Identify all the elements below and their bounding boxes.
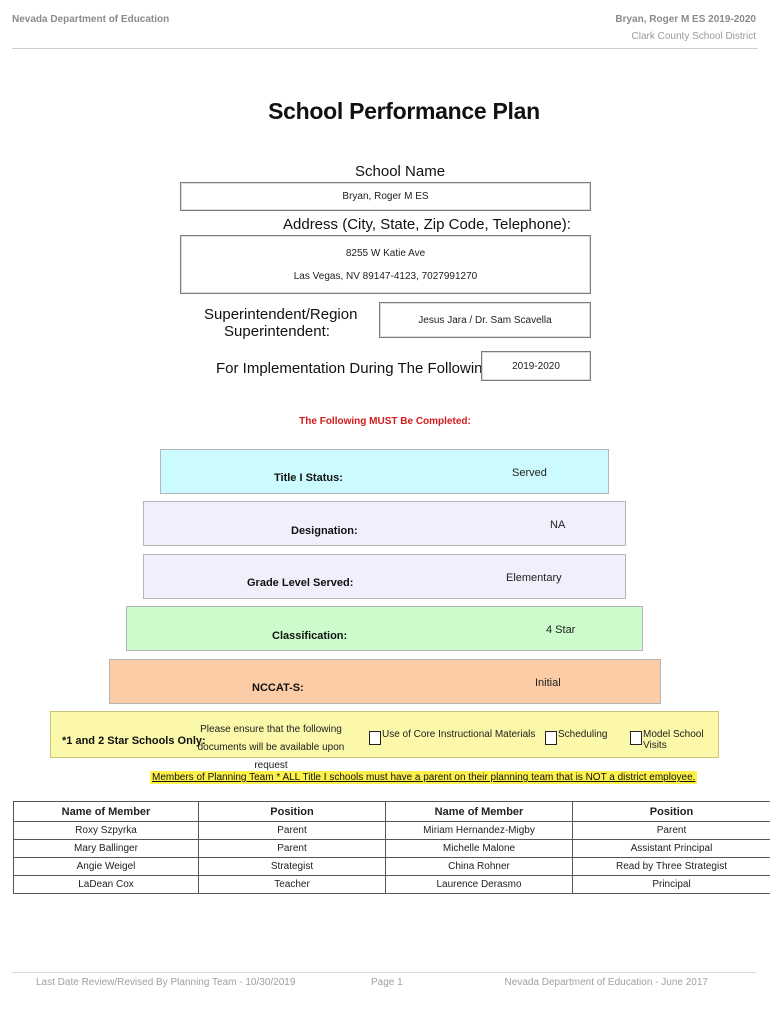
members-note: Members of Planning Team * ALL Title I s… bbox=[150, 771, 698, 784]
table-cell: China Rohner bbox=[385, 857, 573, 876]
footer-source: Nevada Department of Education - June 20… bbox=[504, 977, 708, 988]
table-cell: Parent bbox=[572, 821, 770, 840]
grade-level-field[interactable]: Grade Level Served: Elementary bbox=[143, 554, 626, 599]
table-cell: Angie Weigel bbox=[13, 857, 199, 876]
designation-value: NA bbox=[550, 519, 566, 531]
header-school-year: Bryan, Roger M ES 2019-2020 bbox=[615, 14, 756, 25]
table-cell: Laurence Derasmo bbox=[385, 875, 573, 894]
column-header-position: Position bbox=[198, 801, 386, 822]
classification-label: Classification: bbox=[272, 630, 348, 642]
model-school-visits-label: Model School Visits bbox=[643, 729, 704, 751]
implementation-value: 2019-2020 bbox=[512, 360, 560, 372]
footer-divider bbox=[12, 972, 756, 973]
grade-level-value: Elementary bbox=[506, 572, 562, 584]
nccat-s-value: Initial bbox=[535, 677, 561, 689]
table-row: Mary Ballinger Parent Michelle Malone As… bbox=[13, 839, 770, 858]
classification-value: 4 Star bbox=[546, 624, 576, 636]
table-cell: Teacher bbox=[198, 875, 386, 894]
column-header-name: Name of Member bbox=[13, 801, 199, 822]
title-i-status-value: Served bbox=[512, 467, 547, 479]
school-name-field[interactable]: Bryan, Roger M ES bbox=[180, 182, 591, 211]
address-line1: 8255 W Katie Ave bbox=[345, 247, 426, 259]
table-cell: LaDean Cox bbox=[13, 875, 199, 894]
header-divider bbox=[12, 48, 758, 49]
superintendent-field[interactable]: Jesus Jara / Dr. Sam Scavella bbox=[379, 302, 591, 338]
star-schools-note: Please ensure that the following documen… bbox=[191, 721, 351, 775]
table-row: Angie Weigel Strategist China Rohner Rea… bbox=[13, 857, 770, 876]
title-i-status-label: Title I Status: bbox=[274, 472, 343, 484]
table-row: LaDean Cox Teacher Laurence Derasmo Prin… bbox=[13, 875, 770, 894]
header-district: Clark County School District bbox=[631, 31, 756, 42]
star-schools-note-line1: Please ensure that the following bbox=[200, 724, 342, 735]
implementation-label: For Implementation During The Following … bbox=[216, 360, 537, 377]
footer-page-number: Page 1 bbox=[371, 977, 403, 988]
address-field[interactable]: 8255 W Katie Ave Las Vegas, NV 89147-412… bbox=[180, 235, 591, 294]
superintendent-label-line1: Superintendent/Region bbox=[204, 306, 358, 323]
model-school-visits-checkbox[interactable] bbox=[630, 731, 642, 745]
column-header-position: Position bbox=[572, 801, 770, 822]
must-complete-notice: The Following MUST Be Completed: bbox=[299, 416, 471, 427]
members-table: Name of Member Position Name of Member P… bbox=[13, 801, 770, 894]
title-i-status-field[interactable]: Title I Status: Served bbox=[160, 449, 609, 494]
table-cell: Michelle Malone bbox=[385, 839, 573, 858]
page-title: School Performance Plan bbox=[268, 98, 540, 124]
table-cell: Roxy Szpyrka bbox=[13, 821, 199, 840]
superintendent-label: Superintendent/Region Superintendent: bbox=[204, 306, 358, 340]
header-org: Nevada Department of Education bbox=[12, 14, 170, 25]
address-label: Address (City, State, Zip Code, Telephon… bbox=[283, 216, 571, 233]
star-schools-label: *1 and 2 Star Schools Only: bbox=[62, 735, 206, 747]
classification-field[interactable]: Classification: 4 Star bbox=[126, 606, 643, 651]
implementation-field[interactable]: 2019-2020 bbox=[481, 351, 591, 381]
table-cell: Principal bbox=[572, 875, 770, 894]
table-row: Roxy Szpyrka Parent Miriam Hernandez-Mig… bbox=[13, 821, 770, 840]
nccat-s-label: NCCAT-S: bbox=[252, 682, 304, 694]
nccat-s-field[interactable]: NCCAT-S: Initial bbox=[109, 659, 661, 704]
designation-field[interactable]: Designation: NA bbox=[143, 501, 626, 546]
core-materials-label: Use of Core Instructional Materials bbox=[382, 729, 536, 740]
table-cell: Read by Three Strategist bbox=[572, 857, 770, 876]
star-schools-row: *1 and 2 Star Schools Only: Please ensur… bbox=[50, 711, 719, 771]
table-header-row: Name of Member Position Name of Member P… bbox=[13, 801, 770, 822]
superintendent-label-line2: Superintendent: bbox=[224, 323, 330, 340]
table-cell: Miriam Hernandez-Migby bbox=[385, 821, 573, 840]
table-cell: Parent bbox=[198, 821, 386, 840]
table-cell: Strategist bbox=[198, 857, 386, 876]
scheduling-label: Scheduling bbox=[558, 729, 608, 740]
footer-review-date: Last Date Review/Revised By Planning Tea… bbox=[36, 977, 296, 988]
school-name-value: Bryan, Roger M ES bbox=[342, 191, 429, 202]
core-materials-checkbox[interactable] bbox=[369, 731, 381, 745]
star-schools-note-line2: documents will be available upon request bbox=[197, 742, 345, 771]
table-cell: Assistant Principal bbox=[572, 839, 770, 858]
address-line2: Las Vegas, NV 89147-4123, 7027991270 bbox=[293, 270, 478, 282]
school-name-label: School Name bbox=[355, 163, 446, 180]
grade-level-label: Grade Level Served: bbox=[247, 577, 354, 589]
designation-label: Designation: bbox=[291, 525, 358, 537]
column-header-name: Name of Member bbox=[385, 801, 573, 822]
scheduling-checkbox[interactable] bbox=[545, 731, 557, 745]
table-cell: Parent bbox=[198, 839, 386, 858]
table-cell: Mary Ballinger bbox=[13, 839, 199, 858]
superintendent-value: Jesus Jara / Dr. Sam Scavella bbox=[418, 314, 552, 326]
